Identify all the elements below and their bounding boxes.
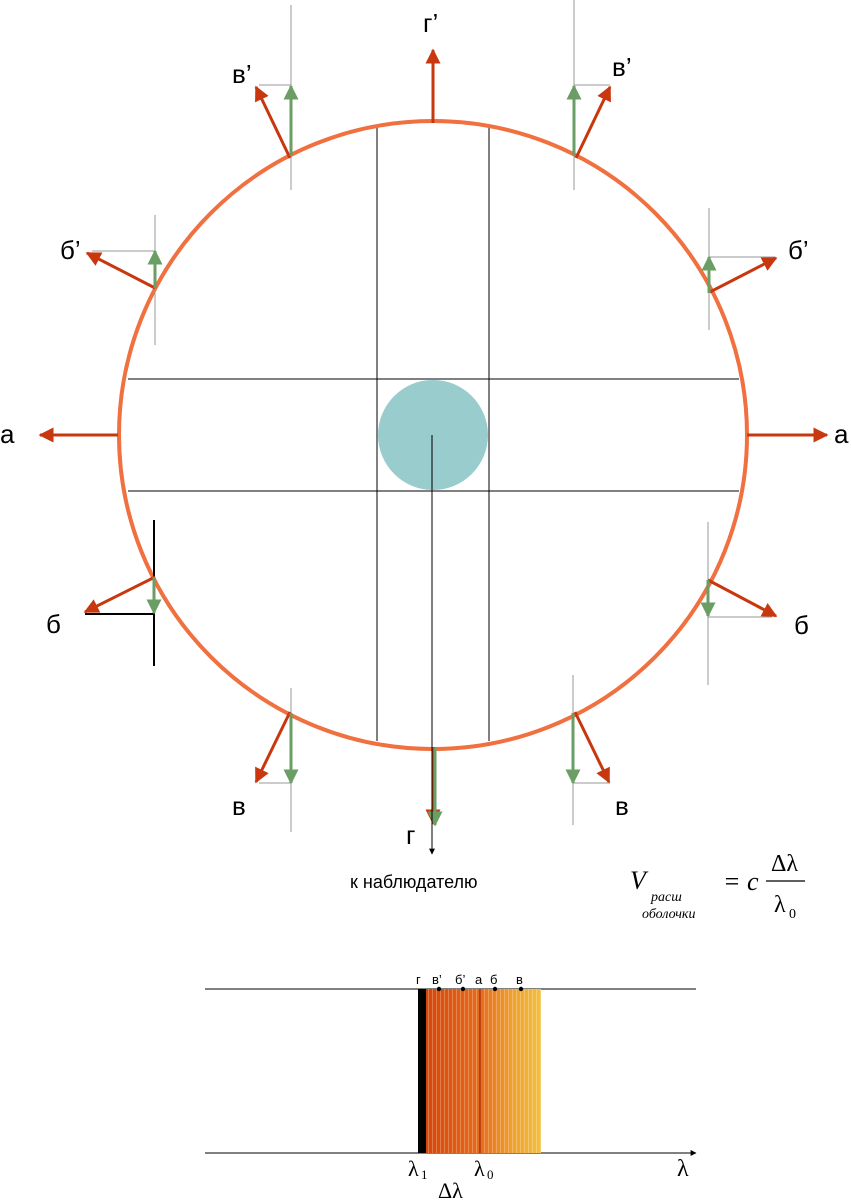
label-b-prime-right: б’ bbox=[788, 235, 809, 265]
label-b-prime-left: б’ bbox=[60, 235, 81, 265]
spectrum-tick-b-prime: б’ bbox=[455, 972, 465, 987]
vector-v-left bbox=[254, 711, 292, 784]
formula-numerator: Δλ bbox=[771, 851, 798, 877]
central-star bbox=[378, 380, 488, 490]
lambda1-label: λ bbox=[408, 1156, 419, 1181]
label-b-right: б bbox=[794, 610, 809, 640]
formula-v-sub-bottom: оболочки bbox=[642, 907, 695, 922]
label-v-right: в bbox=[615, 791, 629, 821]
spectrum-tick-dots bbox=[436, 986, 524, 992]
spectrum-tick-v-prime: в’ bbox=[432, 972, 442, 987]
label-g-bottom: г bbox=[406, 820, 415, 850]
radial-velocity-components bbox=[146, 84, 717, 827]
lambda0-sub: 0 bbox=[487, 1167, 494, 1182]
spectrum-profile: г в’ б’ а б в λ 1 λ 0 λ Δλ bbox=[205, 972, 697, 1200]
vector-v-right bbox=[573, 711, 611, 784]
emission-band-texture bbox=[426, 989, 541, 1153]
lambda1-sub: 1 bbox=[421, 1167, 428, 1182]
label-v-left: в bbox=[232, 791, 246, 821]
delta-lambda-label: Δλ bbox=[438, 1178, 463, 1200]
spectrum-tick-g: г bbox=[416, 972, 421, 987]
axis-lambda-label: λ bbox=[677, 1156, 689, 1182]
label-b-left: б bbox=[46, 609, 61, 639]
formula-equals-c: = c bbox=[723, 867, 759, 896]
label-a-left: а bbox=[0, 419, 15, 449]
lambda0-label: λ bbox=[474, 1156, 485, 1181]
band-edge-black bbox=[418, 989, 426, 1153]
expansion-velocity-formula: V расш оболочки = c Δλ λ 0 bbox=[630, 851, 805, 922]
spectrum-tick-a: а bbox=[475, 972, 483, 987]
vector-b-prime-left bbox=[85, 251, 156, 290]
vector-b-prime-right bbox=[709, 256, 778, 294]
projection-lines-b-left bbox=[85, 520, 155, 666]
grid-lines bbox=[128, 128, 739, 741]
spectrum-tick-v: в bbox=[516, 972, 523, 987]
label-v-prime-right: в’ bbox=[612, 52, 632, 82]
vector-v-prime-right bbox=[574, 85, 612, 159]
vector-v-prime-left bbox=[254, 85, 292, 159]
vector-b-right bbox=[707, 578, 778, 618]
formula-v: V bbox=[630, 866, 649, 895]
spectrum-tick-b: б bbox=[490, 972, 497, 987]
formula-denominator: λ bbox=[774, 892, 786, 918]
label-g-top: г’ bbox=[423, 8, 438, 38]
velocity-vectors bbox=[38, 48, 829, 825]
vector-b-left bbox=[83, 575, 156, 614]
label-v-prime-left: в’ bbox=[232, 59, 252, 89]
observer-label: к наблюдателю bbox=[350, 872, 478, 892]
label-a-right: а bbox=[834, 419, 849, 449]
formula-denominator-sub: 0 bbox=[789, 907, 796, 922]
formula-v-sub-top: расш bbox=[650, 890, 682, 905]
